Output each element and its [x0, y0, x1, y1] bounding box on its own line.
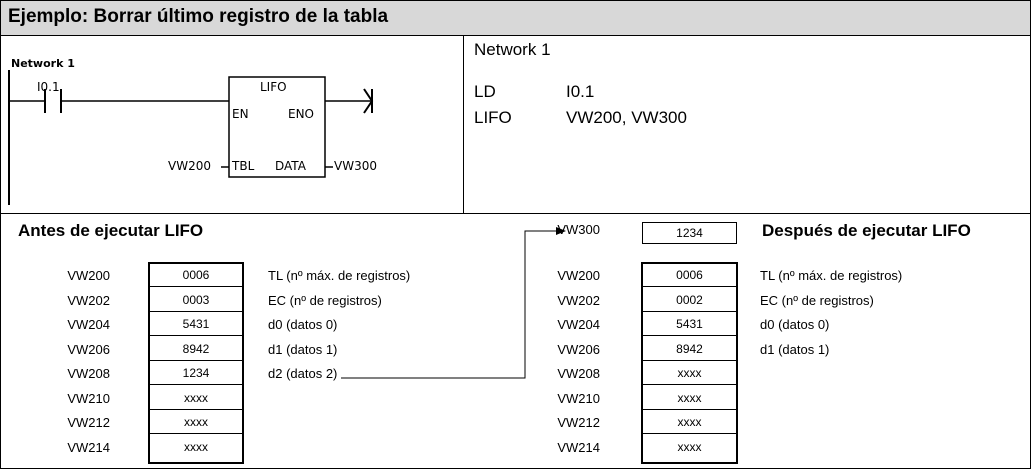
- register-description: d1 (datos 1): [268, 341, 338, 357]
- address-label: VW208: [67, 366, 110, 381]
- table-cell: xxxx: [150, 412, 242, 434]
- address-label: VW208: [557, 366, 600, 381]
- tbl-pin: TBL: [232, 159, 255, 173]
- table-cell: xxxx: [677, 439, 702, 454]
- stl-network-label: Network 1: [474, 40, 551, 59]
- contact-label: I0.1: [37, 80, 60, 94]
- table-cell: xxxx: [643, 388, 736, 410]
- table-cell: 0006: [643, 265, 736, 287]
- address-label: VW212: [557, 415, 600, 430]
- stl-operand: I0.1: [566, 82, 595, 101]
- address-label: VW212: [67, 415, 110, 430]
- table-cell: xxxx: [643, 412, 736, 434]
- address-label: VW206: [557, 341, 600, 357]
- memory-panel: [0, 213, 1031, 469]
- box-name: LIFO: [260, 80, 287, 94]
- data-operand: VW300: [334, 159, 377, 173]
- stl-op: LIFO: [474, 108, 512, 127]
- page-title: Ejemplo: Borrar último registro de la ta…: [8, 6, 389, 27]
- address-label: VW214: [67, 439, 110, 455]
- output-value: 1234: [642, 222, 737, 244]
- address-label: VW204: [67, 317, 110, 332]
- ladder-network-label: Network 1: [11, 57, 75, 70]
- stl-op: LD: [474, 82, 496, 101]
- register-description: d0 (datos 0): [760, 317, 830, 332]
- tbl-operand: VW200: [168, 159, 211, 173]
- stl-operand: VW200, VW300: [566, 108, 687, 127]
- table-cell: 0002: [643, 290, 736, 312]
- table-cell: 0006: [150, 265, 242, 287]
- table-cell: xxxx: [184, 439, 208, 454]
- register-description: TL (nº máx. de registros): [268, 268, 411, 283]
- data-pin: DATA: [275, 159, 306, 173]
- title-bar: [0, 0, 1031, 36]
- register-description: d1 (datos 1): [760, 341, 830, 357]
- after-heading: Después de ejecutar LIFO: [762, 221, 971, 240]
- eno-pin: ENO: [288, 107, 315, 121]
- address-label: VW200: [67, 268, 110, 283]
- address-label: VW200: [557, 268, 600, 283]
- en-pin: EN: [232, 107, 249, 121]
- address-label: VW202: [557, 292, 600, 308]
- address-label: VW204: [557, 317, 600, 332]
- address-label: VW202: [67, 292, 110, 308]
- register-description: EC (nº de registros): [268, 292, 382, 308]
- table-cell: 1234: [150, 363, 242, 385]
- register-description: EC (nº de registros): [760, 292, 874, 308]
- before-heading: Antes de ejecutar LIFO: [18, 221, 204, 240]
- table-cell: 8942: [643, 339, 736, 361]
- table-cell: 8942: [150, 339, 242, 361]
- table-cell: 5431: [643, 314, 736, 336]
- table-cell: 5431: [150, 314, 242, 336]
- table-cell: xxxx: [643, 363, 736, 385]
- address-label: VW210: [67, 390, 110, 406]
- table-cell: xxxx: [150, 388, 242, 410]
- address-label: VW210: [557, 390, 600, 406]
- register-description: d0 (datos 0): [268, 317, 338, 332]
- address-label: VW214: [557, 439, 600, 455]
- address-label: VW206: [67, 341, 110, 357]
- output-address: VW300: [557, 222, 600, 237]
- register-description: TL (nº máx. de registros): [760, 268, 903, 283]
- table-cell: 0003: [150, 290, 242, 312]
- register-description: d2 (datos 2): [268, 366, 338, 381]
